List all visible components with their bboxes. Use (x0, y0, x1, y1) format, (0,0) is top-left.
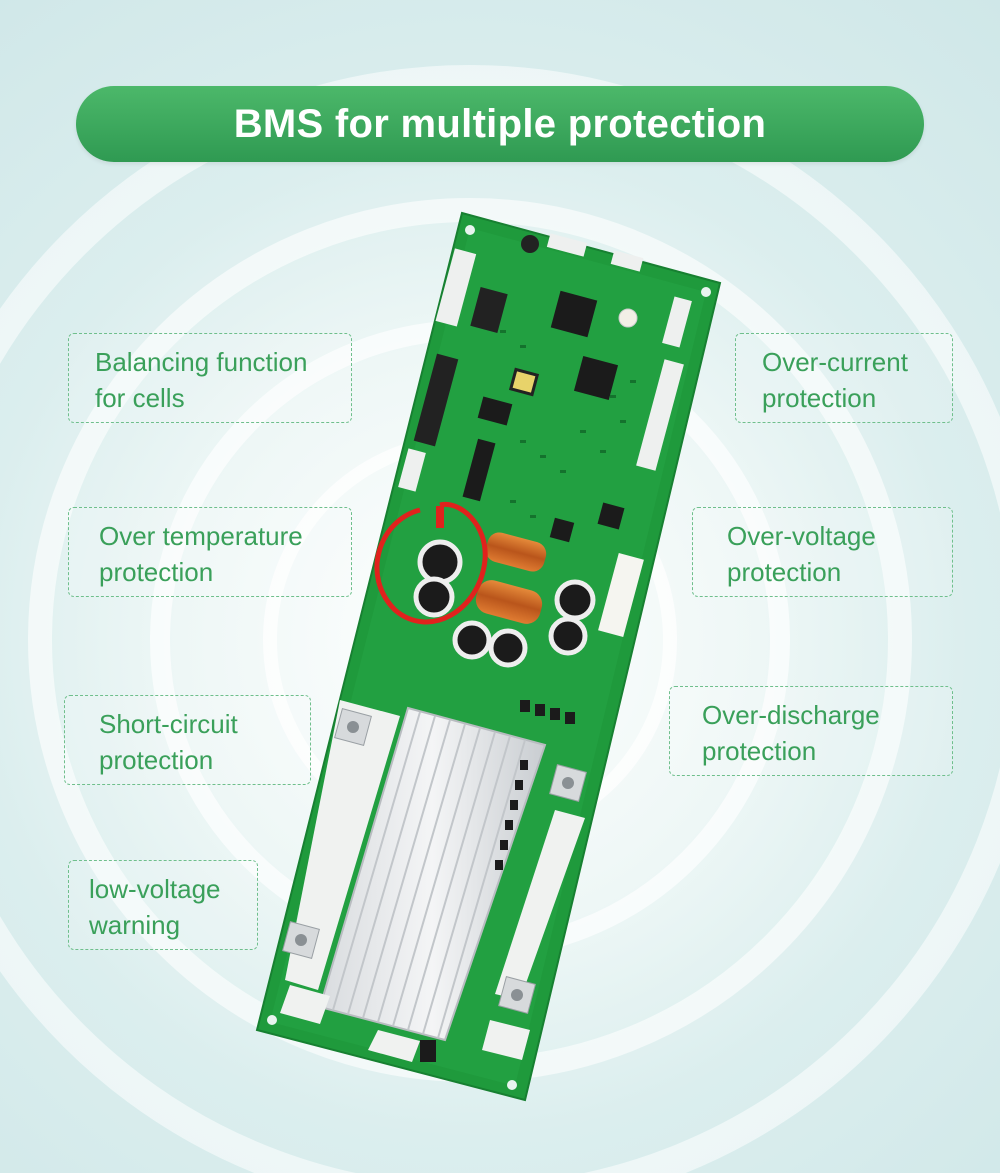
feature-balancing-function: Balancing function for cells (68, 333, 352, 423)
feature-over-voltage-line2: protection (727, 557, 842, 587)
feature-over-discharge-line2: protection (702, 736, 817, 766)
feature-balancing-line2: for cells (95, 383, 185, 413)
feature-over-voltage-line1: Over-voltage (727, 521, 876, 551)
title-banner: BMS for multiple protection (76, 86, 924, 162)
feature-over-voltage: Over-voltage protection (692, 507, 953, 597)
feature-over-current-line2: protection (762, 383, 877, 413)
feature-short-circuit-line2: protection (99, 745, 214, 775)
feature-over-temperature: Over temperature protection (68, 507, 352, 597)
feature-over-discharge-line1: Over-discharge (702, 700, 880, 730)
feature-over-current: Over-current protection (735, 333, 953, 423)
feature-over-current-line1: Over-current (762, 347, 908, 377)
feature-over-temperature-line1: Over temperature (99, 521, 303, 551)
feature-short-circuit-line1: Short-circuit (99, 709, 238, 739)
page-title: BMS for multiple protection (233, 101, 767, 146)
feature-balancing-line1: Balancing function (95, 347, 308, 377)
feature-over-discharge: Over-discharge protection (669, 686, 953, 776)
feature-low-voltage-warning: low-voltage warning (68, 860, 258, 950)
feature-over-temperature-line2: protection (99, 557, 214, 587)
feature-low-voltage-line1: low-voltage (89, 874, 221, 904)
feature-short-circuit: Short-circuit protection (64, 695, 311, 785)
feature-low-voltage-line2: warning (89, 910, 181, 940)
